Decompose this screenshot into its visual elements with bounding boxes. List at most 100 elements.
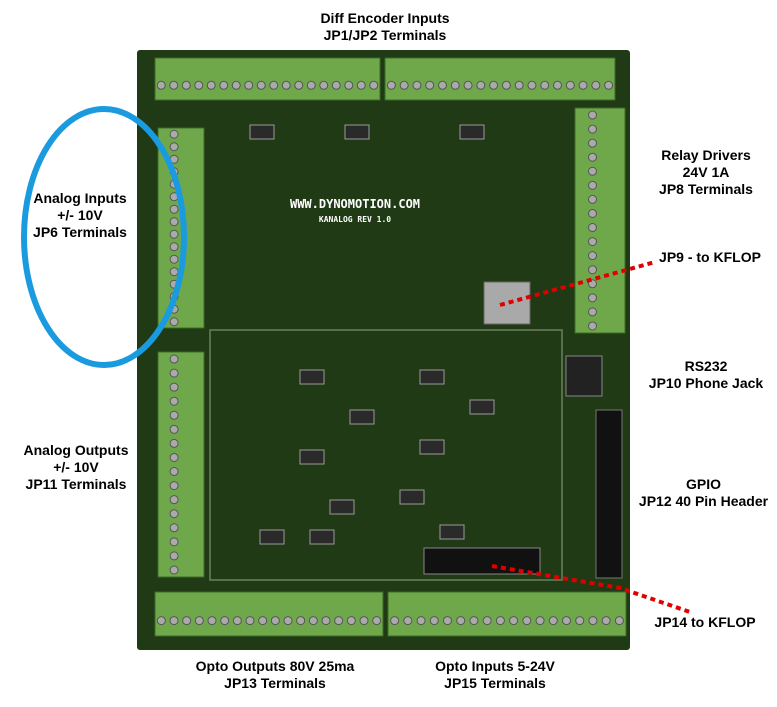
terminal-screw bbox=[575, 616, 585, 626]
terminal-screw bbox=[588, 616, 598, 626]
ic-chip bbox=[259, 529, 285, 545]
opto-inputs-label: Opto Inputs 5-24V JP15 Terminals bbox=[410, 658, 580, 692]
terminal-screw bbox=[232, 616, 242, 626]
terminal-screw bbox=[169, 368, 179, 378]
ic-chip bbox=[459, 124, 485, 140]
jp14-label: JP14 to KFLOP bbox=[640, 614, 770, 631]
terminal-screw bbox=[565, 80, 575, 90]
terminal-screw bbox=[588, 124, 597, 134]
terminal-screw bbox=[591, 80, 601, 90]
terminal-screw bbox=[219, 80, 229, 90]
terminal-screw bbox=[321, 616, 331, 626]
terminal-screw bbox=[156, 80, 166, 90]
terminal-screw bbox=[476, 80, 486, 90]
terminal-block bbox=[157, 351, 205, 578]
rs232-label: RS232 JP10 Phone Jack bbox=[636, 358, 776, 392]
terminal-screw bbox=[169, 354, 179, 364]
terminal-screw bbox=[169, 523, 179, 533]
terminal-screw bbox=[308, 616, 318, 626]
ic-chip bbox=[309, 529, 335, 545]
terminal-screw bbox=[169, 467, 179, 477]
terminal-screw bbox=[231, 80, 241, 90]
terminal-block bbox=[387, 591, 627, 637]
terminal-screw bbox=[331, 80, 341, 90]
terminal-screw bbox=[450, 80, 460, 90]
label-line: JP14 to KFLOP bbox=[654, 614, 756, 630]
terminal-screw bbox=[425, 80, 435, 90]
terminal-screw bbox=[553, 80, 562, 90]
label-line: Analog Outputs bbox=[23, 442, 129, 458]
label-line: Relay Drivers bbox=[661, 147, 751, 163]
relay-drivers-label: Relay Drivers 24V 1A JP8 Terminals bbox=[636, 147, 776, 198]
analog-outputs-label: Analog Outputs +/- 10V JP11 Terminals bbox=[12, 442, 140, 493]
terminal-screw bbox=[429, 616, 439, 626]
terminal-screw bbox=[169, 229, 179, 239]
terminal-screw bbox=[562, 616, 571, 626]
terminal-screw bbox=[244, 80, 254, 90]
terminal-screw bbox=[306, 80, 316, 90]
terminal-screw bbox=[469, 616, 479, 626]
terminal-screw bbox=[548, 616, 558, 626]
terminal-screw bbox=[169, 267, 179, 277]
terminal-screw bbox=[588, 223, 597, 233]
ic-chip bbox=[399, 489, 425, 505]
terminal-screw bbox=[169, 410, 179, 420]
terminal-screw bbox=[372, 616, 382, 626]
ic-chip bbox=[329, 499, 355, 515]
label-line: +/- 10V bbox=[53, 459, 99, 475]
terminal-screw bbox=[169, 217, 179, 227]
jp12-gpio-header bbox=[595, 409, 623, 579]
terminal-screw bbox=[169, 396, 179, 406]
terminal-screw bbox=[588, 166, 597, 176]
terminal-screw bbox=[169, 551, 179, 561]
label-line: JP8 Terminals bbox=[659, 181, 753, 197]
terminal-screw bbox=[169, 317, 179, 327]
terminal-screw bbox=[169, 481, 179, 491]
terminal-screw bbox=[156, 616, 166, 626]
terminal-screw bbox=[169, 616, 179, 626]
ic-chip bbox=[249, 124, 275, 140]
label-line: 24V 1A bbox=[682, 164, 730, 180]
label-line: JP11 Terminals bbox=[25, 476, 127, 492]
label-line: JP12 40 Pin Header bbox=[638, 493, 769, 509]
terminal-screw bbox=[356, 80, 366, 90]
terminal-screw bbox=[281, 80, 291, 90]
ic-chip bbox=[299, 449, 325, 465]
terminal-screw bbox=[169, 509, 179, 519]
label-line: Analog Inputs bbox=[33, 190, 127, 206]
terminal-screw bbox=[443, 616, 452, 626]
terminal-screw bbox=[588, 293, 597, 303]
terminal-screw bbox=[296, 616, 306, 626]
jp9-label: JP9 - to KFLOP bbox=[650, 249, 770, 266]
analog-inputs-highlight bbox=[21, 106, 187, 368]
terminal-screw bbox=[535, 616, 545, 626]
terminal-screw bbox=[269, 80, 279, 90]
terminal-screw bbox=[614, 616, 624, 626]
label-line: Opto Inputs 5-24V bbox=[435, 658, 555, 674]
terminal-screw bbox=[482, 616, 492, 626]
terminal-screw bbox=[181, 80, 191, 90]
terminal-screw bbox=[390, 616, 400, 626]
label-line: JP1/JP2 Terminals bbox=[323, 27, 447, 43]
ic-chip bbox=[344, 124, 370, 140]
label-line: JP9 - to KFLOP bbox=[659, 249, 761, 265]
pcb-board bbox=[137, 50, 630, 650]
terminal-screw bbox=[514, 80, 524, 90]
terminal-screw bbox=[346, 616, 356, 626]
ic-chip bbox=[419, 439, 445, 455]
terminal-screw bbox=[601, 616, 611, 626]
terminal-screw bbox=[294, 80, 304, 90]
terminal-screw bbox=[319, 80, 329, 90]
ic-chip bbox=[299, 369, 325, 385]
jp10-phone-jack bbox=[565, 355, 603, 397]
terminal-screw bbox=[182, 616, 192, 626]
terminal-screw bbox=[588, 237, 597, 247]
label-line: Diff Encoder Inputs bbox=[320, 10, 450, 26]
terminal-screw bbox=[495, 616, 505, 626]
terminal-screw bbox=[207, 616, 217, 626]
gpio-label: GPIO JP12 40 Pin Header bbox=[630, 476, 777, 510]
terminal-screw bbox=[169, 142, 179, 152]
ic-chip bbox=[469, 399, 495, 415]
terminal-block bbox=[154, 57, 381, 101]
terminal-screw bbox=[169, 438, 179, 448]
